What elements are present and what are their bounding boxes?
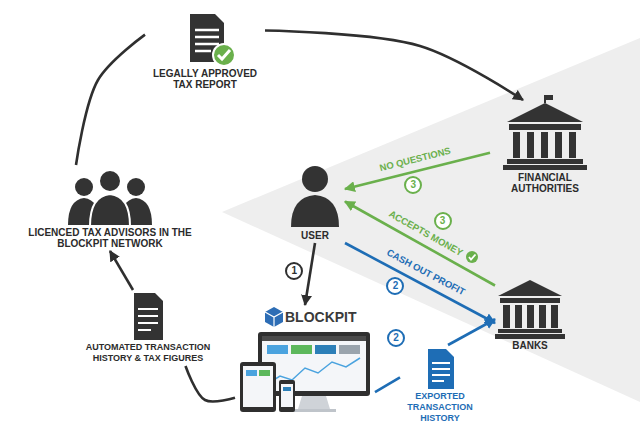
edge-label: NO QUESTIONS [378,145,451,173]
body [90,194,130,226]
phone-screen [281,384,293,407]
check-mark [218,50,230,59]
cube [265,307,283,327]
tablet [240,362,276,412]
report-icon [190,14,235,66]
check-mark [469,255,476,260]
callout-number: 3 [404,176,422,194]
flow-arrow [448,319,495,345]
head [99,170,121,192]
screen-tile [246,370,257,376]
flow-arrow [375,377,400,392]
document-shape [134,293,163,340]
flow-arrow [76,35,145,165]
base [507,159,583,164]
diagram-node: LEGALLY APPROVED TAX REPORT [145,10,265,92]
screen-tile [259,370,270,376]
node-label: EXPORTED TRANSACTION HISTORY [402,391,478,424]
body [291,195,339,227]
column [569,132,576,158]
tablet-screen [243,366,273,407]
monitor-screen [262,336,366,391]
diagram-node: USER [285,160,345,243]
node-label: AUTOMATED TRANSACTION HISTORY & TAX FIGU… [75,342,221,364]
bank-building [495,280,565,339]
column [527,305,534,328]
flow-arrow [110,251,133,290]
screen-tile [267,345,288,354]
column [513,132,520,158]
head [302,166,328,192]
phone [279,380,295,412]
grey-triangle [222,38,640,402]
document-lines [432,363,450,381]
column [541,132,548,158]
diagram-node: BLOCKPIT [235,305,375,414]
monitor-stand [298,396,330,409]
callout-number: 2 [387,329,405,347]
column [539,305,546,328]
pediment [507,103,583,122]
node-label: LICENCED TAX ADVISORS IN THE BLOCKPIT NE… [27,227,193,249]
export-icon [428,349,454,389]
base [503,165,587,170]
flow-arrow [345,243,495,323]
node-label: BANKS [497,340,563,351]
screen-header [262,336,366,341]
column [555,132,562,158]
monitor-base [292,409,336,412]
flow-arrow [305,243,315,305]
diagram-node: AUTOMATED TRANSACTION HISTORY & TAX FIGU… [73,290,223,366]
blockpit-logo [265,307,283,327]
accept-check [466,251,478,263]
callout-number: 2 [386,277,404,295]
entablature [500,298,560,303]
node-label: USER [287,230,343,241]
entablature [509,124,581,130]
node-label: LEGALLY APPROVED TAX REPORT [147,68,263,90]
screens [240,332,370,412]
callout-number: 3 [434,212,452,230]
column [527,132,534,158]
column [503,305,510,328]
check-circle [213,44,235,66]
node-label: FINANCIAL AUTHORITIES [492,172,598,194]
check-circle [466,251,478,263]
document-shape [428,349,454,389]
diagram-node: BANKS [495,278,565,353]
document-lines [138,309,158,330]
authority-building [503,95,587,170]
head [75,178,93,196]
automated-icon [134,293,163,340]
pediment [498,280,562,296]
screen-tile [339,345,360,354]
advisors-icon [68,170,152,226]
column [551,305,558,328]
flow-arrow [265,31,523,101]
diagram-node: EXPORTED TRANSACTION HISTORY [400,345,480,426]
callout-number: 1 [285,262,303,280]
flag [545,95,553,100]
user-icon [291,166,339,227]
cube-edges [265,312,283,327]
flow-arrow [186,366,236,401]
screen-tile [315,345,336,354]
node-label: BLOCKPIT [285,309,373,326]
diagram-node: FINANCIAL AUTHORITIES [490,100,600,196]
screen-tile [283,387,291,391]
head [127,178,145,196]
base [495,334,565,339]
column [515,305,522,328]
screen-tile [291,345,312,354]
diagram-node: LICENCED TAX ADVISORS IN THE BLOCKPIT NE… [25,165,195,251]
base [498,329,562,333]
